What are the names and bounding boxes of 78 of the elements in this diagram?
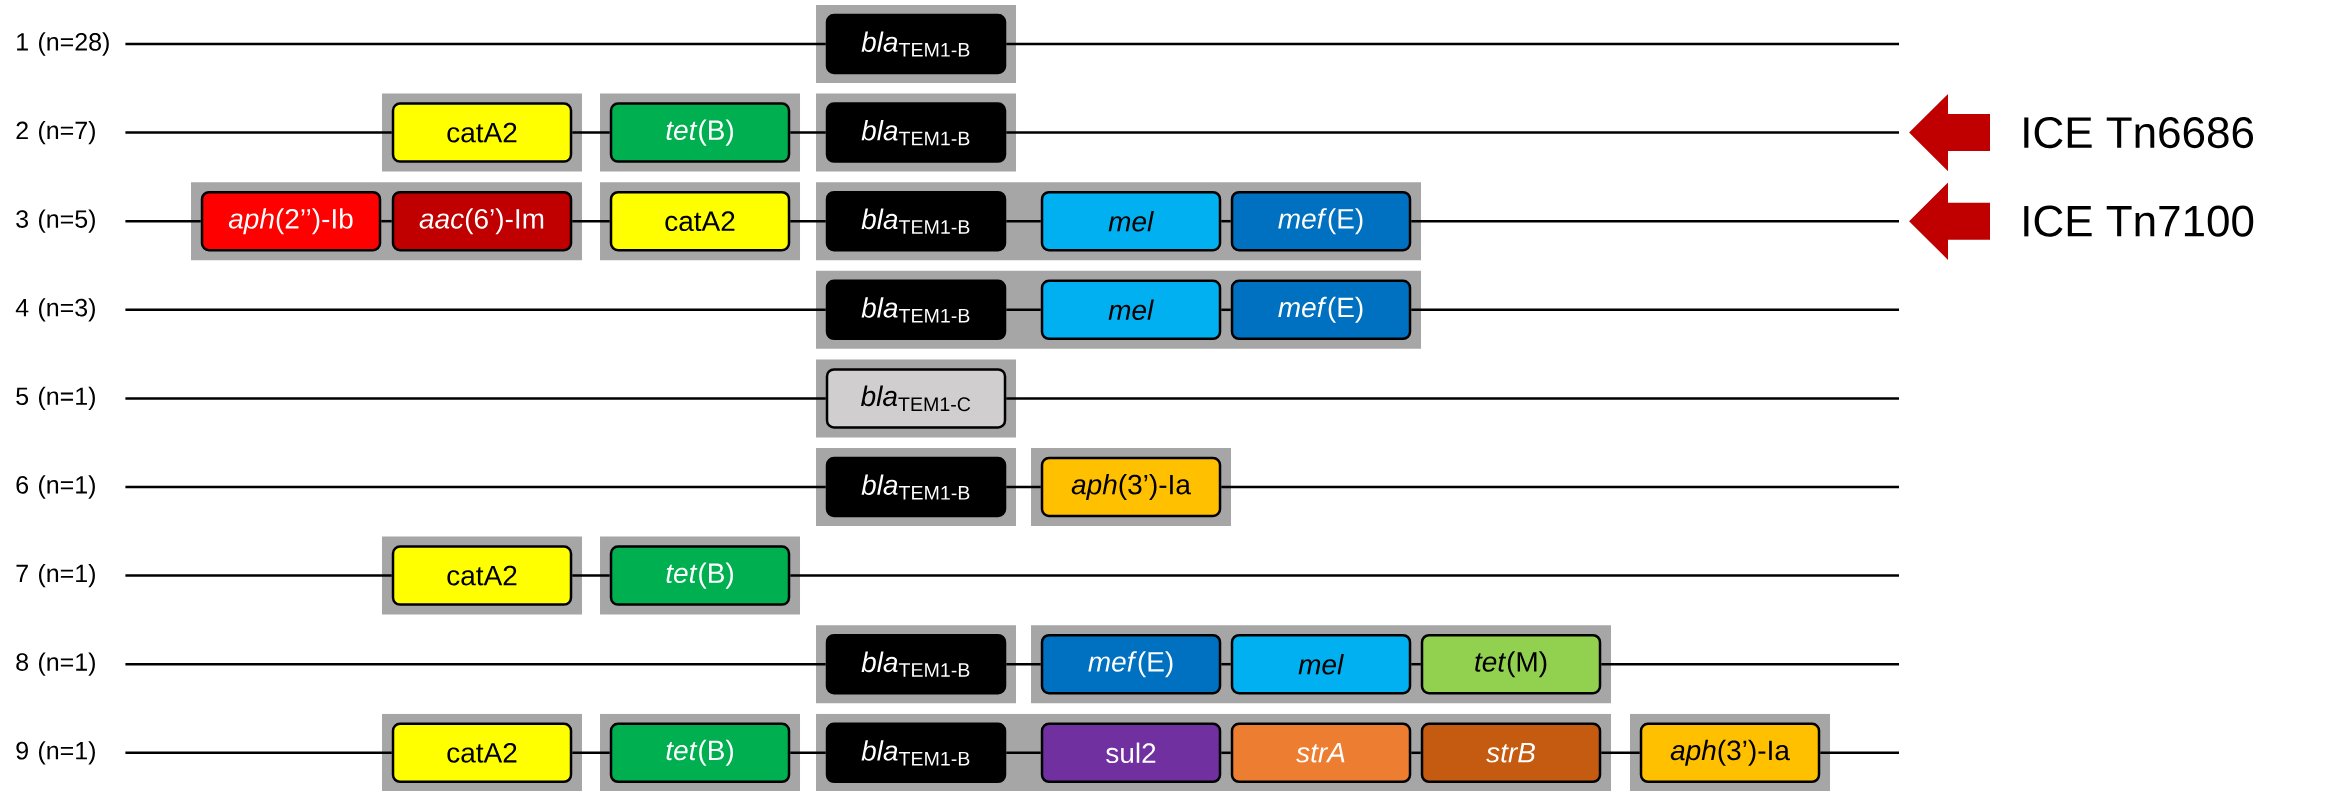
gene-box: tet(B): [609, 102, 791, 163]
gene-box: tet(B): [609, 722, 791, 784]
gene-box: strA: [1230, 722, 1412, 784]
backbone-line: [1006, 751, 1041, 755]
backbone-line: [790, 219, 826, 223]
row-label: 9 (n=1): [16, 741, 95, 765]
gene-box: mel: [1230, 633, 1412, 695]
backbone-line: [572, 751, 610, 755]
gene-box: bla$_{TEM1-B}$: [825, 456, 1007, 518]
row-label: 5 (n=1): [16, 386, 95, 411]
gene-box: tet(M): [1420, 633, 1602, 695]
backbone-line: [1006, 42, 1899, 46]
backbone-line: [1601, 751, 1640, 755]
gene-box: mef(E): [1230, 279, 1412, 341]
backbone-line: [1006, 131, 1899, 134]
backbone-line: [1221, 662, 1231, 666]
backbone-line: [572, 131, 610, 134]
backbone-line: [1006, 662, 1041, 666]
gene-box: catA2: [391, 545, 573, 606]
gene-box: aph(2’’)-Ib: [200, 190, 382, 252]
gene-box: bla$_{TEM1-C}$: [825, 368, 1007, 429]
row-label: 4 (n=3): [15, 298, 95, 322]
backbone-line: [125, 308, 826, 312]
backbone-line: [1820, 751, 1899, 755]
gene-box: bla$_{TEM1-B}$: [825, 279, 1007, 341]
backbone-line: [790, 751, 826, 755]
gene-box: catA2: [609, 190, 791, 252]
element-label: ICE Tn7100: [2024, 205, 2254, 237]
backbone-line: [125, 485, 826, 489]
gene-box: bla$_{TEM1-B}$: [825, 633, 1007, 695]
gene-box: bla$_{TEM1-B}$: [825, 102, 1007, 163]
backbone-line: [1221, 219, 1231, 223]
backbone-line: [125, 751, 392, 755]
backbone-line: [1006, 485, 1041, 489]
backbone-line: [1006, 397, 1899, 400]
gene-box: tet(B): [609, 545, 791, 606]
backbone-line: [125, 219, 201, 223]
element-label: ICE Tn6686: [2024, 117, 2253, 149]
gene-box: strB: [1420, 722, 1602, 784]
row-label: 1 (n=28): [17, 32, 109, 56]
backbone-line: [125, 397, 826, 400]
gene-box: mef(E): [1230, 190, 1412, 252]
backbone-line: [1601, 662, 1899, 666]
backbone-line: [1006, 308, 1041, 312]
gene-box: catA2: [391, 102, 573, 163]
backbone-line: [572, 574, 610, 577]
backbone-line: [572, 219, 610, 223]
gene-box: mef(E): [1040, 633, 1222, 695]
gene-box: aac(6’)-Im: [391, 190, 573, 252]
backbone-line: [790, 131, 826, 134]
row-label: 6 (n=1): [16, 475, 95, 499]
backbone-line: [1006, 219, 1041, 223]
gene-box: bla$_{TEM1-B}$: [825, 190, 1007, 252]
gene-box: mel: [1040, 190, 1222, 252]
gene-box: catA2: [391, 722, 573, 784]
backbone-line: [125, 131, 392, 134]
row-label: 8 (n=1): [16, 652, 95, 676]
gene-box: aph(3’)-Ia: [1639, 722, 1821, 784]
backbone-line: [1221, 308, 1231, 312]
backbone-line: [125, 662, 826, 666]
row-label: 7 (n=1): [16, 563, 95, 588]
backbone-line: [1221, 751, 1231, 755]
gene-box: bla$_{TEM1-B}$: [825, 722, 1007, 784]
backbone-line: [1411, 662, 1421, 666]
backbone-line: [1411, 308, 1899, 312]
gene-box: aph(3’)-Ia: [1040, 456, 1222, 518]
backbone-line: [1411, 219, 1899, 223]
backbone-line: [125, 574, 392, 577]
row-label: 2 (n=7): [16, 120, 95, 145]
backbone-line: [1221, 485, 1899, 489]
backbone-line: [790, 574, 1899, 577]
row-label: 3 (n=5): [16, 209, 95, 233]
backbone-line: [381, 219, 392, 223]
gene-box: sul2: [1040, 722, 1222, 784]
backbone-line: [1411, 751, 1421, 755]
gene-box: mel: [1040, 279, 1222, 341]
gene-box: bla$_{TEM1-B}$: [825, 13, 1007, 75]
backbone-line: [125, 42, 826, 46]
